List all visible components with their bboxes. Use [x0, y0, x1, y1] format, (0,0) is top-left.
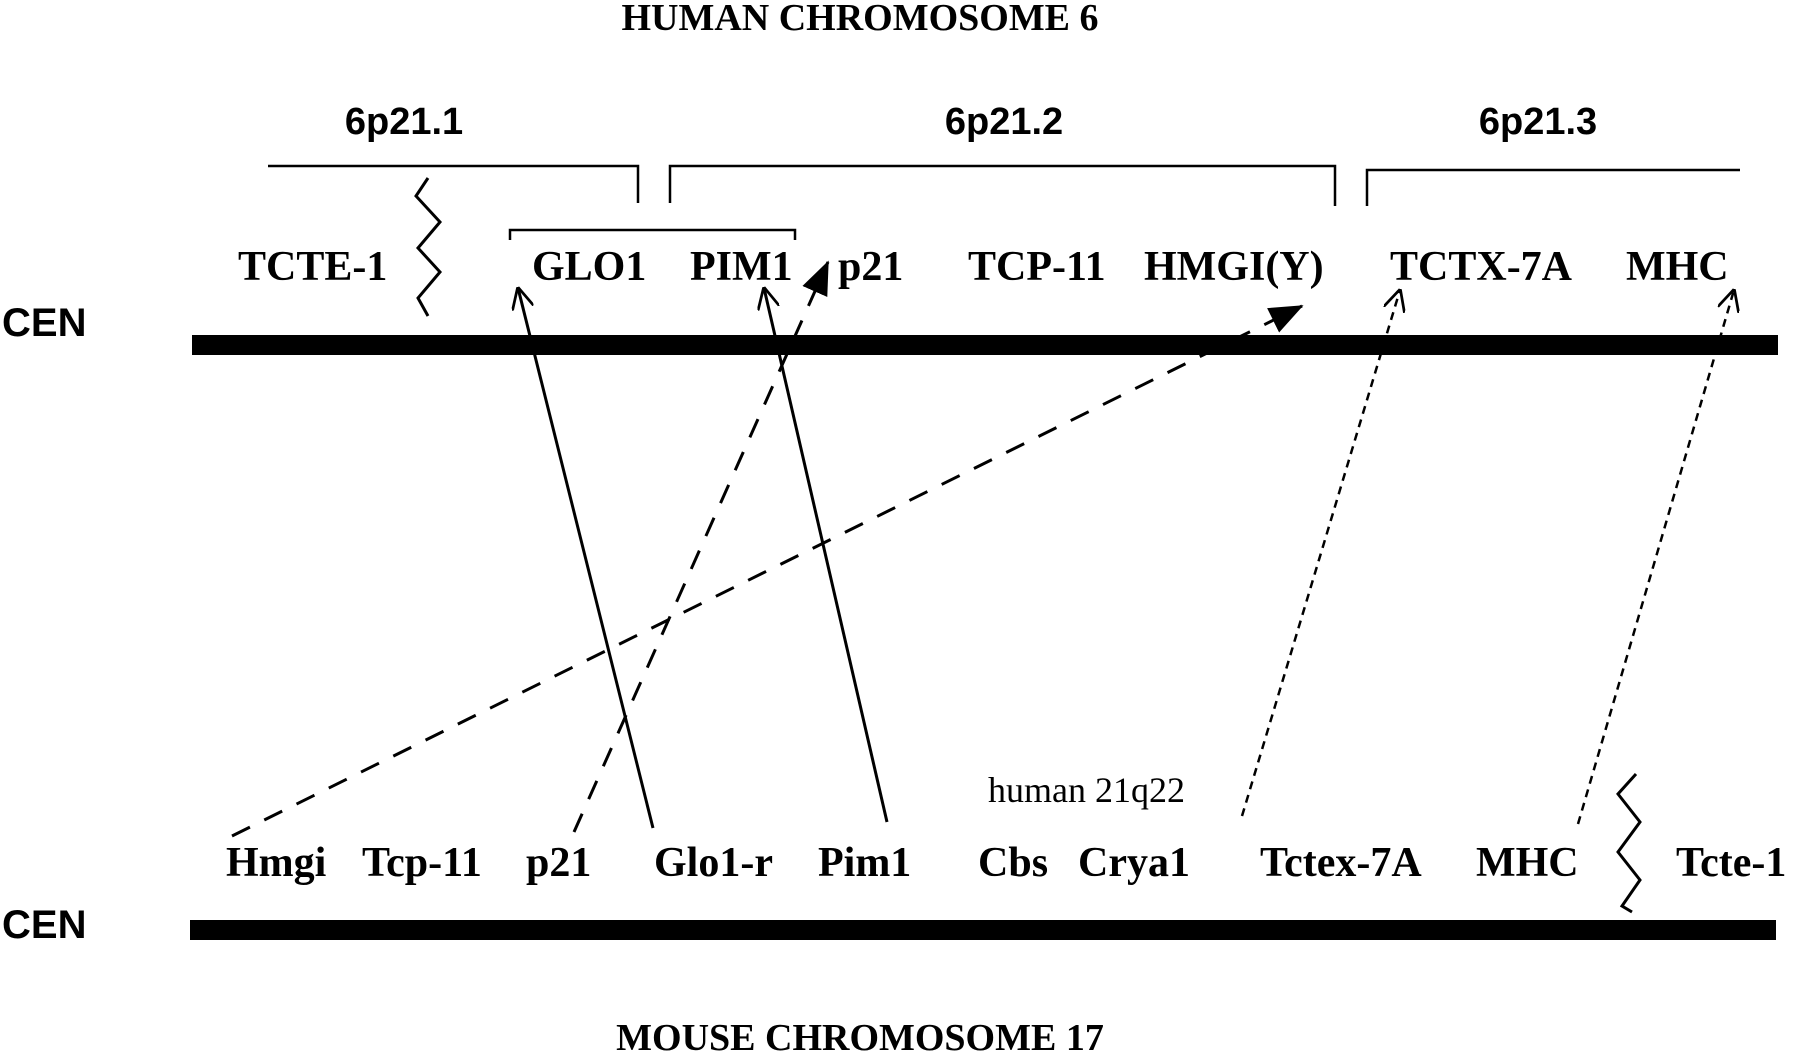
mouse-gene-tcte1: Tcte-1 — [1676, 840, 1786, 886]
annotation-human-21q22: human 21q22 — [988, 770, 1185, 810]
connector-pim1 — [764, 288, 889, 823]
human-chromosome-title: HUMAN CHROMOSOME 6 — [621, 0, 1098, 39]
human-gene-p21: p21 — [838, 244, 903, 290]
mouse-gene-tcp11: Tcp-11 — [362, 840, 482, 886]
mouse-gene-hmgi: Hmgi — [226, 840, 327, 886]
human-gene-glo1: GLO1 — [532, 244, 646, 290]
connector-tctex7a — [1240, 290, 1400, 817]
mouse-gene-cbs: Cbs — [978, 840, 1048, 886]
human-gene-tctx7a: TCTX-7A — [1390, 244, 1573, 290]
band-bracket-6p21-2 — [668, 164, 1337, 206]
mouse-gene-tctex7a: Tctex-7A — [1260, 840, 1422, 886]
connector-mhc — [1576, 290, 1734, 825]
connector-hmgi — [231, 304, 1304, 838]
mouse-gene-pim1: Pim1 — [818, 840, 911, 886]
zigzag-break-human — [414, 177, 443, 317]
connector-p21 — [572, 260, 830, 833]
centromere-label-mouse: CEN — [2, 903, 86, 947]
band-label-6p21-2: 6p21.2 — [945, 101, 1063, 143]
band-label-6p21-1: 6p21.1 — [345, 101, 463, 143]
mouse-gene-mhc: MHC — [1476, 840, 1579, 886]
gene-cluster-bracket — [508, 228, 797, 240]
zigzag-break-mouse — [1616, 772, 1642, 914]
mouse-gene-glo1r: Glo1-r — [654, 840, 773, 886]
band-bracket-6p21-1 — [268, 164, 640, 203]
human-gene-hmgi: HMGI(Y) — [1144, 244, 1324, 290]
band-bracket-6p21-3 — [1365, 168, 1740, 206]
human-chromosome-bar — [192, 335, 1778, 355]
band-label-6p21-3: 6p21.3 — [1479, 101, 1597, 143]
mouse-gene-crya1: Crya1 — [1078, 840, 1190, 886]
centromere-label-human: CEN — [2, 301, 86, 345]
connector-glo1 — [518, 288, 655, 829]
mouse-chromosome-title: MOUSE CHROMOSOME 17 — [616, 1017, 1104, 1056]
human-gene-pim1: PIM1 — [690, 244, 793, 290]
human-gene-tcte1: TCTE-1 — [238, 244, 387, 290]
human-gene-mhc: MHC — [1626, 244, 1729, 290]
human-gene-tcp11: TCP-11 — [968, 244, 1106, 290]
mouse-gene-p21: p21 — [526, 840, 591, 886]
mouse-chromosome-bar — [190, 920, 1776, 940]
